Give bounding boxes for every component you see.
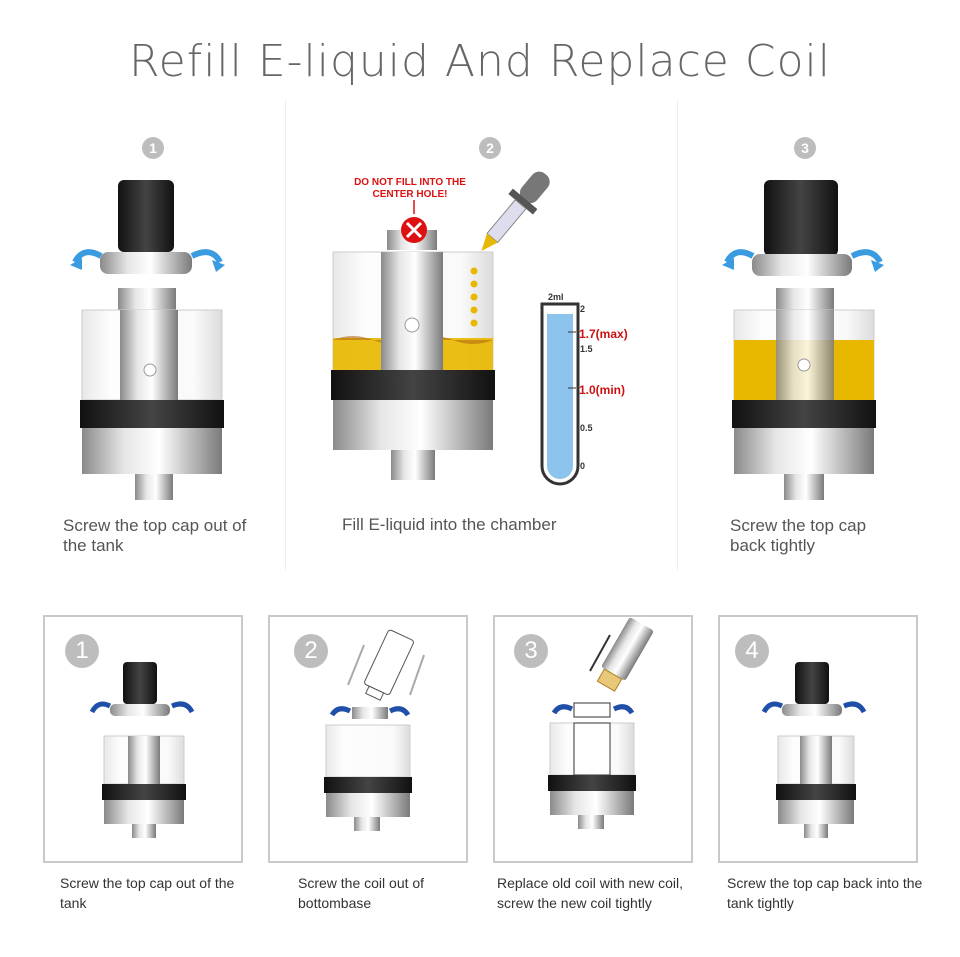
- coil-step-panel: [268, 615, 468, 863]
- open-tank-illustration: [331, 200, 495, 480]
- filled-tank-illustration: [722, 180, 884, 500]
- step-caption: Screw the top cap back tightly: [730, 516, 867, 555]
- step-number-badge: 1: [65, 634, 99, 668]
- gauge-fill: [547, 314, 573, 479]
- step-caption: Fill E-liquid into the chamber: [342, 515, 557, 534]
- step-number-badge: 4: [735, 634, 769, 668]
- step-caption: Replace old coil with new coil, screw th…: [497, 875, 683, 911]
- gauge-tick: 0: [580, 461, 586, 471]
- coil-outline-icon: [364, 629, 414, 695]
- chimney: [381, 252, 443, 382]
- chimney: [120, 310, 178, 400]
- rotate-arrow-icon: [843, 701, 867, 714]
- top-thread: [118, 288, 176, 310]
- step-number-badge: 2: [479, 137, 501, 159]
- step-caption: Screw the top cap out of the tank: [63, 516, 247, 555]
- step-caption: Screw the top cap out of the tank: [60, 875, 235, 911]
- arrow-head-icon: [70, 258, 82, 270]
- rotate-arrow-icon: [171, 701, 195, 714]
- rotate-arrow-icon: [850, 249, 883, 264]
- new-coil-icon: [601, 617, 654, 680]
- min-level-label: 1.0(min): [579, 383, 626, 397]
- base: [82, 428, 222, 474]
- page-title: Refill E-liquid And Replace Coil: [129, 36, 831, 87]
- 510-pin: [135, 474, 173, 500]
- max-level-label: 1.7(max): [579, 327, 628, 341]
- step-number-badge: 3: [514, 634, 548, 668]
- coil-removal-illustration: [324, 629, 425, 831]
- step-number-badge: 1: [142, 137, 164, 159]
- drip-tip: [118, 180, 174, 252]
- rotate-arrow-icon: [89, 701, 112, 714]
- coil-step-panel: [493, 615, 693, 863]
- rotate-arrow-icon: [72, 249, 103, 264]
- coil-step-panel: [43, 615, 243, 863]
- rotate-arrow-icon: [551, 704, 574, 715]
- gauge-header: 2ml: [548, 292, 564, 302]
- black-ring: [331, 370, 495, 400]
- step-number-badge: 3: [794, 137, 816, 159]
- top-cap: [100, 252, 192, 274]
- dropper-icon: [470, 171, 550, 327]
- coil-step-panel: [718, 615, 918, 863]
- step-caption: Screw the coil out of bottombase: [298, 875, 425, 911]
- gauge-tick: 2: [580, 304, 586, 314]
- coil-replace-illustration: [548, 617, 654, 829]
- black-ring: [80, 400, 224, 428]
- step-number-badge: 2: [294, 634, 328, 668]
- 510-pin: [391, 450, 435, 480]
- volume-gauge: [540, 302, 580, 486]
- divider: [677, 100, 678, 570]
- warning-text: DO NOT FILL INTO THE CENTER HOLE!: [354, 177, 466, 200]
- base: [333, 400, 493, 450]
- step-caption: Screw the top cap back into the tank tig…: [727, 875, 923, 911]
- rotate-arrow-icon: [724, 249, 755, 264]
- divider: [285, 100, 286, 570]
- rotate-arrow-icon: [190, 249, 223, 264]
- tank-illustration: [761, 662, 867, 838]
- gauge-tick: 0.5: [580, 423, 593, 433]
- rotate-arrow-icon: [761, 701, 784, 714]
- tank-illustration: [89, 662, 195, 838]
- rotate-arrow-icon: [329, 706, 352, 717]
- rotate-arrow-icon: [388, 706, 411, 717]
- gauge-tick: 1.5: [580, 344, 593, 354]
- arrow-head-icon: [212, 260, 225, 272]
- rotate-arrow-icon: [612, 704, 635, 715]
- tank-illustration: [70, 180, 225, 500]
